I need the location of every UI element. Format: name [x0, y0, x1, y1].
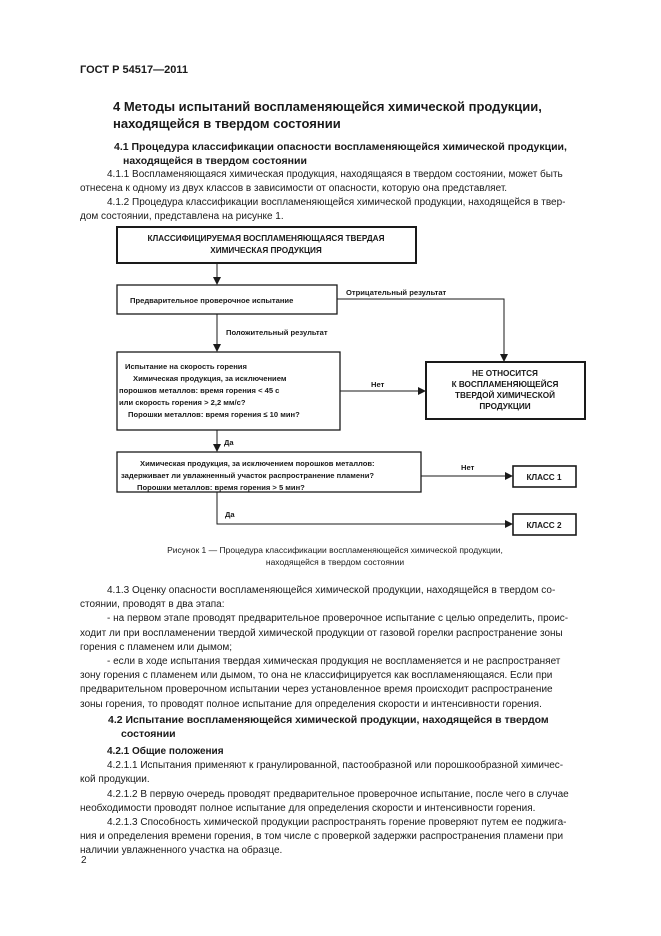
text-line: предварительном проверочном испытании че…	[80, 684, 553, 696]
top-box-text: ХИМИЧЕСКАЯ ПРОДУКЦИЯ	[210, 246, 322, 255]
caption-line: Рисунок 1 — Процедура классификации восп…	[167, 545, 503, 555]
text-line: ходит ли при воспламенении твердой химич…	[80, 627, 563, 639]
negative-result-label: Отрицательный результат	[346, 288, 447, 297]
text-line: зоны горения, то проводят полное испытан…	[80, 698, 542, 710]
text-line: 4.2.1.2 В первую очередь проводят предва…	[107, 788, 569, 800]
wet-box-text: Химическая продукция, за исключением пор…	[140, 459, 375, 468]
text-line: - на первом этапе проводят предварительн…	[107, 613, 569, 625]
not-classified-box	[425, 361, 586, 420]
text-line: стоянии, проводят в два этапа:	[80, 599, 225, 611]
text-line: отнесена к одному из двух классов в зави…	[80, 183, 508, 195]
paragraph-4-1-1: 4.1.1 Воспламеняющаяся химическая продук…	[80, 168, 595, 196]
class-2-text: КЛАСС 2	[526, 521, 562, 530]
yes-label: Да	[225, 510, 235, 519]
section-4-2-title-line: состоянии	[121, 728, 176, 740]
rate-box-text: порошков металлов: время горения < 45 с	[119, 386, 279, 395]
class-1-box	[512, 465, 577, 488]
section-4-1-title: 4.1 Процедура классификации опасности во…	[114, 140, 594, 168]
page-number: 2	[81, 855, 87, 866]
section-4-title: 4 Методы испытаний воспламеняющейся хими…	[113, 98, 583, 132]
text-line: зону горения с пламенем или дымом, то он…	[80, 670, 553, 682]
positive-result-label: Положительный результат	[226, 328, 328, 337]
class-1-text: КЛАСС 1	[526, 473, 562, 482]
text-line: кой продукции.	[80, 774, 150, 786]
preliminary-test-text: Предварительное проверочное испытание	[130, 296, 293, 305]
not-classified-text: К ВОСПЛАМЕНЯЮЩЕЙСЯ	[452, 378, 559, 389]
no-label: Нет	[371, 380, 385, 389]
not-classified-text: НЕ ОТНОСИТСЯ	[472, 369, 538, 378]
section-4-2-title: 4.2 Испытание воспламеняющейся химическо…	[108, 713, 598, 741]
document-header: ГОСТ Р 54517—2011	[80, 64, 188, 76]
text-line: ния и определения времени горения, в том…	[80, 831, 564, 843]
section-4-title-line: 4 Методы испытаний воспламеняющейся хими…	[113, 99, 542, 114]
text-line: 4.1.3 Оценку опасности воспламеняющейся …	[107, 585, 556, 596]
paragraph-4-1-2: 4.1.2 Процедура классификации воспламеня…	[80, 196, 595, 224]
subsection-4-2-1-title: 4.2.1 Общие положения	[107, 746, 224, 757]
rate-box-text: Порошки металлов: время горения ≤ 10 мин…	[128, 410, 300, 419]
not-classified-text: ПРОДУКЦИИ	[479, 402, 530, 411]
paragraph-4-1-3: 4.1.3 Оценку опасности воспламеняющейся …	[80, 584, 595, 712]
yes-label: Да	[224, 438, 234, 447]
text-line: горения с пламенем или дымом;	[80, 641, 233, 653]
text-line: 4.1.1 Воспламеняющаяся химическая продук…	[107, 169, 563, 180]
arrow-wet-yes	[216, 492, 513, 528]
figure-caption: Рисунок 1 — Процедура классификации восп…	[140, 545, 530, 568]
arrow-negative	[337, 298, 508, 362]
top-box	[116, 226, 417, 264]
text-line: необходимости проводят полное испытание …	[80, 802, 536, 814]
section-4-1-title-line: 4.1 Процедура классификации опасности во…	[114, 141, 567, 153]
top-box-text: КЛАССИФИЦИРУЕМАЯ ВОСПЛАМЕНЯЮЩАЯСЯ ТВЕРДА…	[148, 234, 385, 243]
wet-box-text: Порошки металлов: время горения > 5 мин?	[137, 483, 305, 492]
rate-box-text: Химическая продукция, за исключением	[133, 374, 287, 383]
wet-box-text: задерживает ли увлажненный участок распр…	[121, 471, 374, 480]
text-line: 4.1.2 Процедура классификации воспламеня…	[107, 197, 566, 208]
text-line: наличии увлажненного участка на образце.	[80, 845, 283, 857]
section-4-title-line: находящейся в твердом состоянии	[113, 116, 341, 131]
section-4-2-title-line: 4.2 Испытание воспламеняющейся химическо…	[108, 714, 549, 726]
text-line: 4.2.1.3 Способность химической продукции…	[107, 817, 567, 829]
text-line: 4.2.1.1 Испытания применяют к гранулиров…	[107, 760, 564, 772]
classification-flowchart: КЛАССИФИЦИРУЕМАЯ ВОСПЛАМЕНЯЮЩАЯСЯ ТВЕРДА…	[116, 226, 586, 536]
rate-box-text: Испытание на скорость горения	[125, 362, 247, 371]
wetted-zone-box	[116, 451, 422, 493]
not-classified-text: ТВЕРДОЙ ХИМИЧЕСКОЙ	[455, 389, 555, 400]
no-label: Нет	[461, 463, 475, 472]
section-4-1-title-line: находящейся в твердом состоянии	[123, 155, 307, 167]
text-line: дом состоянии, представлена на рисунке 1…	[80, 211, 284, 223]
text-line: - если в ходе испытания твердая химическ…	[107, 656, 561, 668]
section-4-2-body: 4.2.1 Общие положения 4.2.1.1 Испытания …	[80, 745, 595, 859]
class-2-box	[512, 513, 577, 536]
rate-box-text: или скорость горения > 2,2 мм/с?	[119, 398, 246, 407]
caption-line: находящейся в твердом состоянии	[265, 556, 405, 567]
